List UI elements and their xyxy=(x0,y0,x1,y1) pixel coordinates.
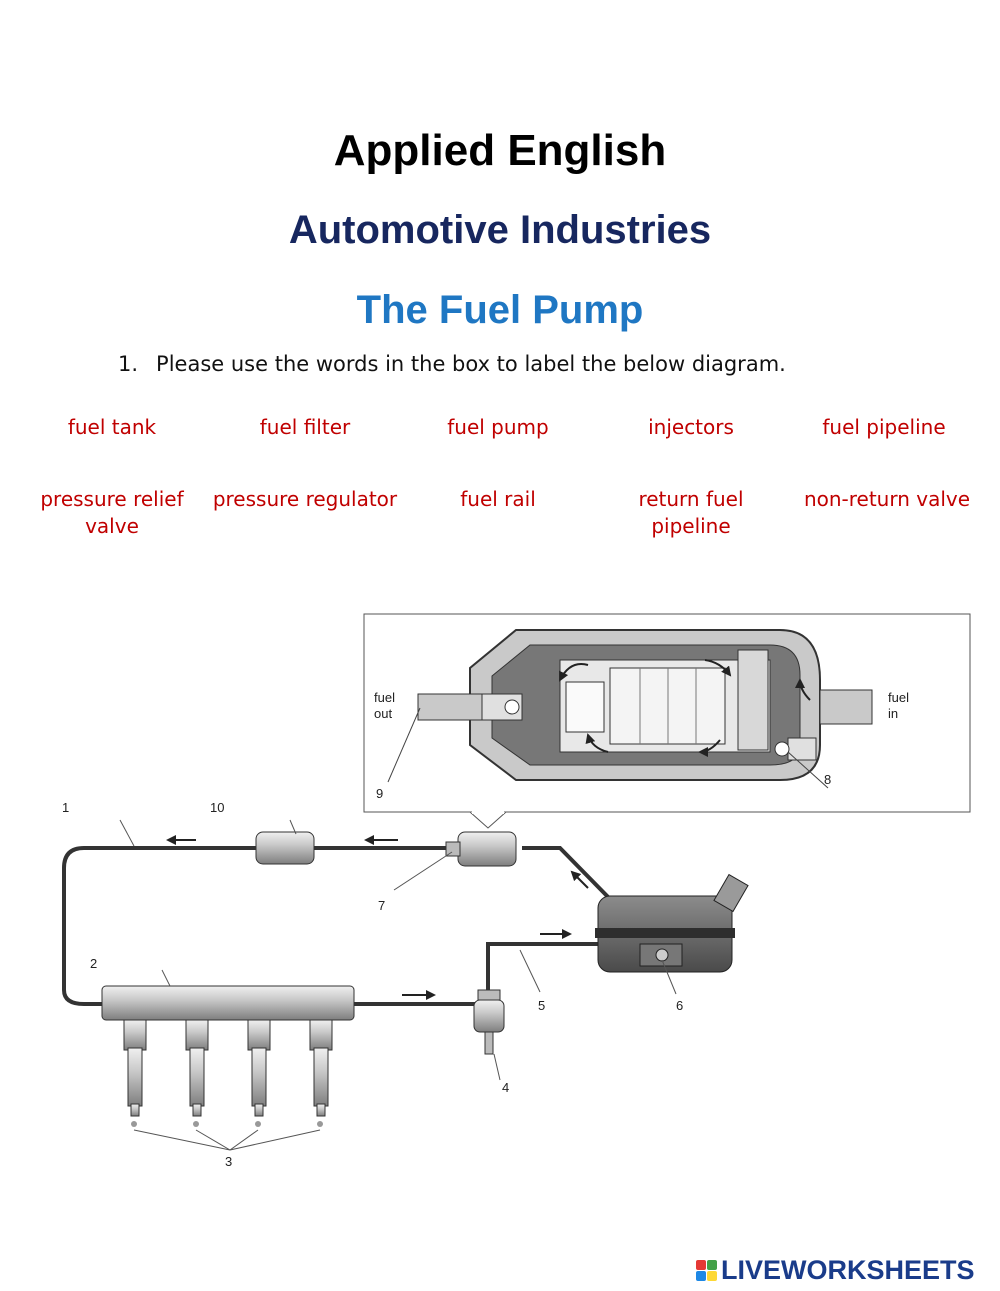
liveworksheets-logo: LIVEWORKSHEETS xyxy=(696,1255,975,1285)
number-7: 7 xyxy=(378,898,385,913)
number-2: 2 xyxy=(90,956,97,971)
fuel-rail-assembly xyxy=(101,985,355,1127)
fuel-in-label: fuel xyxy=(888,690,909,705)
word-non-return-valve: non-return valve xyxy=(803,487,971,511)
number-4: 4 xyxy=(502,1080,509,1095)
word-fuel-tank: fuel tank xyxy=(67,415,157,439)
number-1: 1 xyxy=(62,800,69,815)
word-pressure-regulator: pressure regulator xyxy=(212,487,398,511)
number-10: 10 xyxy=(210,800,224,815)
word-pressure-relief-valve: pressure relief valve xyxy=(40,487,184,538)
worksheet-title: Applied English xyxy=(333,126,667,175)
word-return-fuel-pipeline: return fuel pipeline xyxy=(638,487,744,538)
fuel-pump-cutaway xyxy=(363,613,971,829)
word-fuel-rail: fuel rail xyxy=(460,487,536,511)
word-fuel-filter: fuel filter xyxy=(259,415,351,439)
subject-title: Automotive Industries xyxy=(288,208,712,252)
leader-lines xyxy=(119,819,677,1151)
logo-text: LIVEWORKSHEETS xyxy=(721,1254,975,1285)
instruction-text: Please use the words in the box to label… xyxy=(156,352,786,376)
topic-title: The Fuel Pump xyxy=(356,288,644,332)
number-8: 8 xyxy=(824,772,831,787)
pressure-regulator-body xyxy=(473,989,505,1055)
word-fuel-pump: fuel pump xyxy=(447,415,549,439)
flow-arrows xyxy=(166,835,589,1000)
fuel-lines xyxy=(62,846,664,1006)
liveworksheets-logo-icon xyxy=(696,1259,717,1281)
number-6: 6 xyxy=(676,998,683,1013)
inline-filter-body xyxy=(255,831,315,865)
number-5: 5 xyxy=(538,998,545,1013)
number-9: 9 xyxy=(376,786,383,801)
fuel-out-label: fuel xyxy=(374,690,395,705)
fuel-out-label-2: out xyxy=(374,706,392,721)
instruction: 1. Please use the words in the box to lab… xyxy=(118,352,786,376)
word-fuel-pipeline: fuel pipeline xyxy=(822,415,946,439)
instruction-number: 1. xyxy=(118,352,139,376)
number-3: 3 xyxy=(225,1154,232,1169)
fuel-in-label-2: in xyxy=(888,706,898,721)
word-injectors: injectors xyxy=(648,415,734,439)
pump-body xyxy=(457,831,517,867)
fuel-tank-body xyxy=(595,873,749,973)
